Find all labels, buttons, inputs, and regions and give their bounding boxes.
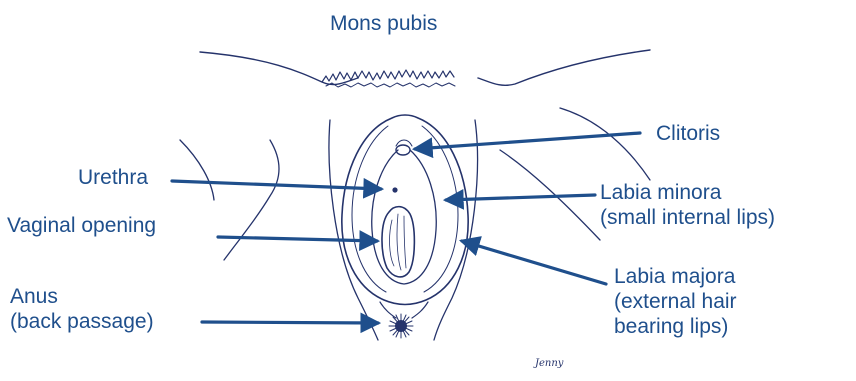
labia-minora-arrow bbox=[446, 195, 595, 200]
labia-majora-arrow bbox=[462, 241, 606, 284]
label-anus: Anus (back passage) bbox=[10, 284, 154, 334]
lower-right-contour bbox=[434, 120, 477, 340]
label-labia-majora-line1: Labia majora bbox=[614, 264, 737, 289]
label-vaginal-opening-text: Vaginal opening bbox=[7, 213, 156, 238]
label-mons-pubis-text: Mons pubis bbox=[330, 11, 437, 36]
left-thigh-contour bbox=[180, 140, 279, 260]
urethra-dot bbox=[392, 187, 397, 192]
label-labia-majora-line3: bearing lips) bbox=[614, 314, 737, 339]
label-labia-minora-line2: (small internal lips) bbox=[600, 205, 775, 230]
clitoris-arrow bbox=[415, 133, 640, 149]
vaginal-opening-shape bbox=[382, 207, 414, 277]
artist-signature: Jenny bbox=[533, 358, 564, 369]
lower-left-contour bbox=[329, 120, 378, 340]
label-labia-minora-line1: Labia minora bbox=[600, 180, 775, 205]
label-mons-pubis: Mons pubis bbox=[330, 11, 437, 36]
anus-arrow bbox=[202, 322, 378, 323]
label-labia-minora: Labia minora (small internal lips) bbox=[600, 180, 775, 230]
label-labia-majora-line2: (external hair bbox=[614, 289, 737, 314]
upper-body-contour bbox=[200, 50, 650, 85]
label-urethra-text: Urethra bbox=[78, 165, 148, 190]
label-anus-line1: Anus bbox=[10, 284, 154, 309]
label-vaginal-opening: Vaginal opening bbox=[7, 213, 156, 238]
label-clitoris-text: Clitoris bbox=[656, 121, 720, 146]
pubic-hair bbox=[322, 70, 454, 82]
label-urethra: Urethra bbox=[78, 165, 148, 190]
anus-shape bbox=[389, 314, 413, 338]
label-anus-line2: (back passage) bbox=[10, 309, 154, 334]
label-labia-majora: Labia majora (external hair bearing lips… bbox=[614, 264, 737, 339]
vaginal-opening-arrow bbox=[218, 237, 377, 241]
label-clitoris: Clitoris bbox=[656, 121, 720, 146]
